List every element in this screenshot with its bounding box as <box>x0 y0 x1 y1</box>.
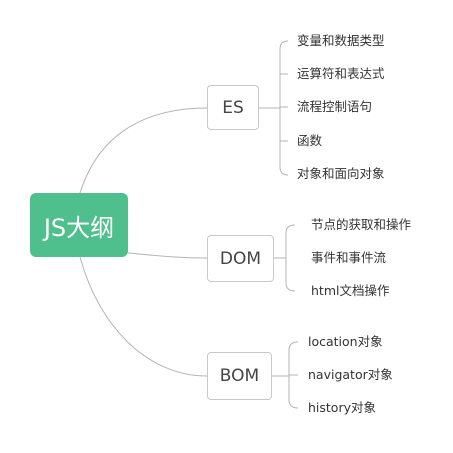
branch-node-bom[interactable]: BOM <box>207 352 272 400</box>
connector-root-dom <box>127 252 208 259</box>
leaf-bom-2[interactable]: navigator对象 <box>308 367 393 382</box>
leaf-dom-1[interactable]: 节点的获取和操作 <box>311 217 412 232</box>
branch-label-dom: DOM <box>219 248 262 269</box>
leaf-es-1[interactable]: 变量和数据类型 <box>297 33 385 48</box>
root-label: JS大纲 <box>43 213 115 242</box>
branch-label-bom: BOM <box>219 366 260 386</box>
leaf-es-5[interactable]: 对象和面向对象 <box>297 166 385 181</box>
connector-root-bom <box>79 256 208 377</box>
root-node[interactable]: JS大纲 <box>30 193 128 257</box>
branch-node-dom[interactable]: DOM <box>207 235 274 282</box>
leaf-bom-1[interactable]: location对象 <box>308 334 383 349</box>
leaf-dom-3[interactable]: html文档操作 <box>311 283 390 298</box>
connector-dom-bracket <box>285 224 296 292</box>
branch-node-es[interactable]: ES <box>207 85 259 130</box>
leaf-es-4[interactable]: 函数 <box>297 133 323 148</box>
leaf-dom-2[interactable]: 事件和事件流 <box>311 250 387 265</box>
leaf-es-3[interactable]: 流程控制语句 <box>297 99 373 114</box>
leaf-es-2[interactable]: 运算符和表达式 <box>297 66 385 81</box>
connector-es-bracket <box>279 40 289 176</box>
leaf-bom-3[interactable]: history对象 <box>308 400 376 415</box>
branch-label-es: ES <box>222 97 244 118</box>
connector-root-es <box>79 107 208 194</box>
